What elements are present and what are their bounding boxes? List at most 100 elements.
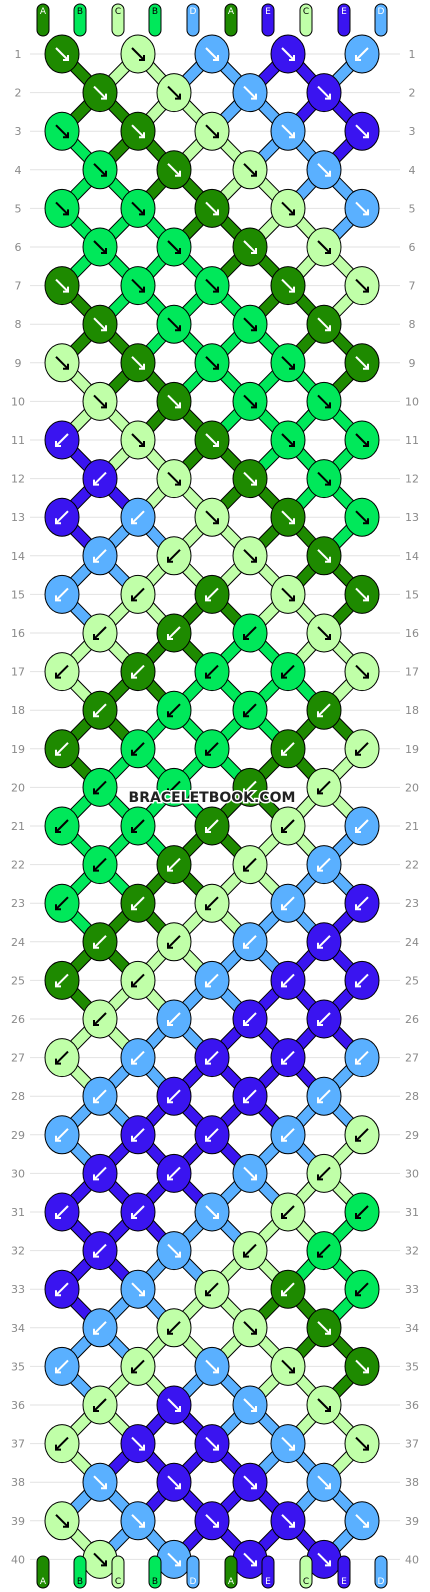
arrow-head-icon — [55, 1135, 61, 1142]
start-thread-letter: C — [303, 7, 309, 17]
end-thread — [36, 1555, 50, 1589]
arrow-down-right-icon — [243, 1398, 257, 1412]
arrow-down-left-icon — [205, 587, 219, 602]
knot — [194, 343, 230, 383]
start-thread — [186, 3, 200, 37]
end-thread-letter: D — [378, 1577, 385, 1587]
row-number-left: 32 — [11, 1245, 25, 1258]
knot — [156, 73, 192, 113]
arrow-head-icon — [205, 595, 211, 602]
row-number-left: 29 — [11, 1129, 25, 1142]
end-thread — [261, 1555, 275, 1589]
start-thread — [224, 3, 238, 37]
knot — [232, 922, 268, 962]
arrow-down-left-icon — [131, 587, 145, 602]
row-number-right: 13 — [405, 511, 419, 524]
arrow-head-icon — [175, 1560, 181, 1567]
knot — [82, 1153, 118, 1193]
arrow-down-right-icon — [281, 124, 295, 138]
row-number-left: 30 — [11, 1167, 25, 1180]
arrow-down-left-icon — [93, 935, 107, 949]
arrow-head-icon — [243, 942, 249, 949]
arrow-head-icon — [93, 479, 99, 486]
arrow-down-left-icon — [205, 742, 219, 756]
knot — [82, 304, 118, 344]
end-thread — [73, 1555, 87, 1589]
knot — [232, 1231, 268, 1271]
knot — [82, 690, 118, 730]
arrow-head-icon — [55, 749, 61, 756]
row-number-left: 40 — [11, 1553, 25, 1566]
knot — [44, 806, 80, 846]
arrow-head-icon — [363, 518, 369, 525]
knot — [270, 960, 306, 1000]
arrow-head-icon — [167, 1020, 173, 1026]
row-number-right: 34 — [405, 1322, 419, 1335]
arrow-down-right-icon — [205, 510, 219, 524]
arrow-down-right-icon — [131, 1282, 145, 1296]
arrow-head-icon — [101, 93, 107, 100]
row-number-right: 19 — [405, 743, 419, 756]
arrow-head-icon — [317, 1020, 323, 1026]
arrow-head-icon — [93, 788, 99, 795]
knot — [306, 845, 342, 885]
arrow-down-left-icon — [355, 896, 369, 910]
knot — [344, 497, 380, 537]
arrow-down-right-icon — [355, 201, 369, 216]
arrow-down-right-icon — [355, 356, 369, 370]
end-thread-letter: B — [152, 1577, 158, 1587]
arrow-head-icon — [251, 1174, 257, 1181]
knot — [194, 1038, 230, 1078]
arrow-head-icon — [93, 1174, 99, 1181]
knot — [44, 343, 80, 383]
knot — [44, 188, 80, 228]
arrow-down-right-icon — [281, 587, 295, 602]
knot — [270, 806, 306, 846]
arrow-down-left-icon — [167, 549, 181, 563]
arrow-head-icon — [289, 518, 295, 525]
arrow-head-icon — [317, 1251, 323, 1258]
arrow-down-left-icon — [317, 1243, 331, 1258]
arrow-down-left-icon — [205, 896, 219, 910]
knot — [306, 999, 342, 1039]
arrow-head-icon — [63, 363, 69, 370]
row-number-right: 12 — [405, 473, 419, 486]
arrow-down-right-icon — [317, 85, 331, 100]
row-number-left: 1 — [15, 48, 22, 61]
arrow-down-left-icon — [131, 819, 145, 833]
knot — [156, 1385, 192, 1425]
arrow-down-right-icon — [205, 1436, 219, 1451]
arrow-head-icon — [355, 981, 361, 988]
knot-grid — [44, 34, 380, 1579]
start-thread-letter: E — [341, 7, 347, 17]
arrow-down-left-icon — [355, 1205, 369, 1219]
arrow-head-icon — [325, 325, 331, 332]
row-number-left: 35 — [11, 1360, 25, 1373]
knot — [120, 188, 156, 228]
arrow-head-icon — [251, 248, 257, 254]
arrow-down-left-icon — [93, 1398, 107, 1412]
knot — [344, 1501, 380, 1541]
arrow-down-left-icon — [55, 510, 69, 524]
arrow-down-right-icon — [55, 1514, 69, 1528]
row-number-right: 30 — [405, 1167, 419, 1180]
knot — [270, 1269, 306, 1309]
start-thread-letter: A — [228, 7, 235, 17]
knot — [156, 304, 192, 344]
start-thread-letter: B — [152, 7, 158, 17]
knot — [232, 536, 268, 576]
knot — [44, 883, 80, 923]
knot — [120, 420, 156, 460]
knot — [306, 150, 342, 190]
arrow-head-icon — [55, 595, 61, 602]
arrow-down-left-icon — [167, 857, 181, 872]
knot — [344, 1424, 380, 1464]
arrow-head-icon — [205, 904, 211, 911]
arrow-head-icon — [355, 1135, 361, 1142]
arrow-down-left-icon — [93, 1012, 107, 1026]
knot — [82, 1385, 118, 1425]
row-number-right: 18 — [405, 704, 419, 717]
arrow-head-icon — [139, 209, 145, 216]
knot — [344, 34, 380, 74]
